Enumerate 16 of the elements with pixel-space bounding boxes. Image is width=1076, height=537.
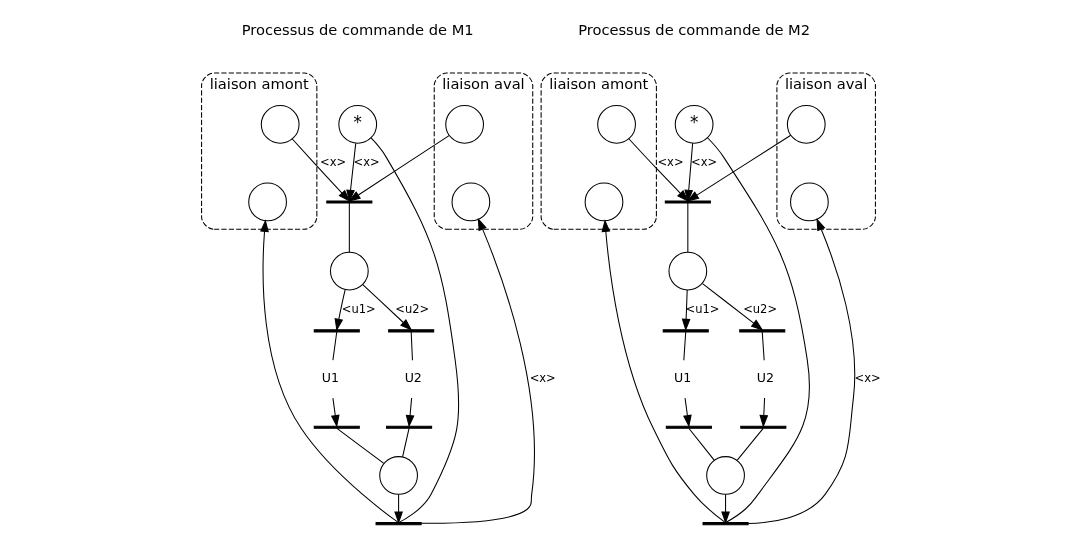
edge-label: <x> bbox=[854, 371, 881, 385]
node-text: U1 bbox=[321, 370, 339, 386]
label: Processus de commande de M2 bbox=[577, 21, 810, 39]
label: Processus de commande de M1 bbox=[241, 21, 474, 39]
node-text: U1 bbox=[673, 370, 691, 386]
edge-label: <x> bbox=[529, 371, 556, 385]
edge-label: <x> bbox=[319, 155, 346, 170]
edge-label: <u1> bbox=[341, 301, 376, 316]
edge-label: <x> bbox=[656, 155, 684, 170]
node-text: U2 bbox=[404, 370, 422, 386]
edge-label: <x> bbox=[353, 155, 380, 170]
edge-label: <x> bbox=[690, 155, 717, 170]
node-text: U2 bbox=[756, 370, 774, 386]
edge-label: <u1> bbox=[685, 301, 719, 316]
edge-label: <u2> bbox=[394, 301, 429, 316]
edge-label: <u2> bbox=[742, 301, 777, 316]
